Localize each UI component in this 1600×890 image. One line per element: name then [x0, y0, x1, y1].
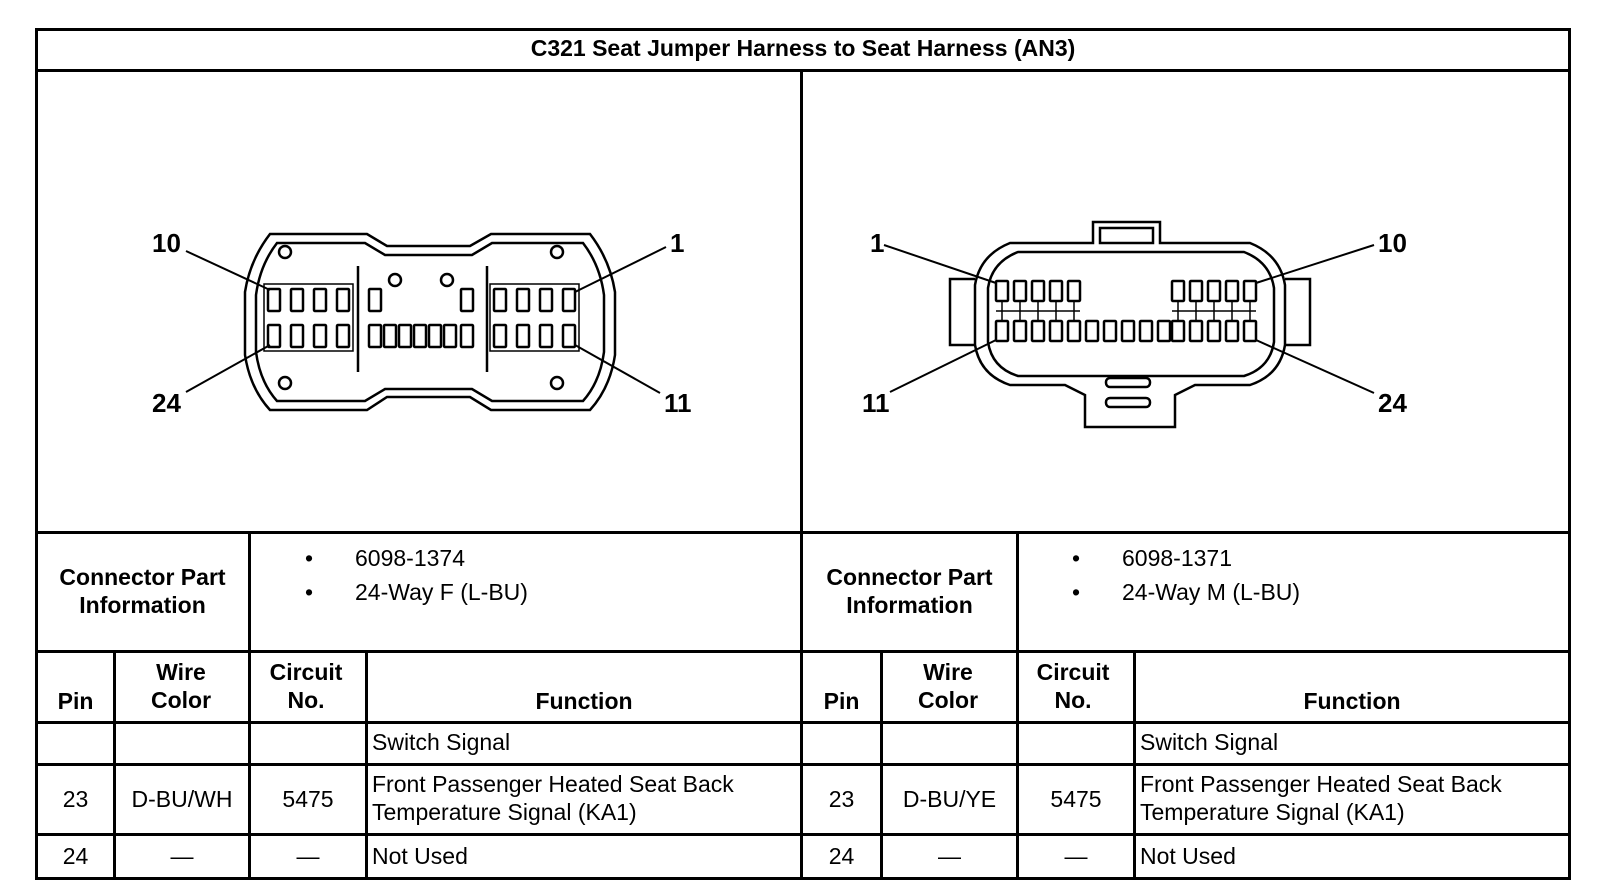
part-info-label: Connector Part Information — [59, 564, 226, 618]
bullet-icon: • — [1072, 545, 1081, 571]
diagram-frame — [35, 28, 1571, 880]
row2-wire-color: D-BU/WH — [131, 786, 233, 812]
connector-type: 24-Way M (L-BU) — [1122, 579, 1301, 605]
row1-function: Switch Signal — [372, 729, 511, 755]
row2-circuit: 5475 — [282, 786, 334, 812]
diagram-title: C321 Seat Jumper Harness to Seat Harness… — [35, 28, 1571, 72]
part-info-label: Connector Part Information — [826, 564, 993, 618]
right-col-divider-2 — [1016, 650, 1019, 880]
pin-label-24: 24 — [1378, 388, 1407, 418]
pin-label-11: 11 — [862, 388, 890, 418]
right-col-divider-3 — [1133, 650, 1136, 880]
header-wire-color: Wire Color — [150, 659, 212, 713]
row3-wire-color: — — [170, 843, 194, 869]
bullet-icon: • — [305, 545, 314, 571]
row2-circuit: 5475 — [1050, 786, 1102, 812]
right-col-divider-1 — [880, 650, 883, 880]
pin-label-10: 10 — [1378, 228, 1407, 258]
pin-label-1: 1 — [670, 228, 685, 258]
connector-type: 24-Way F (L-BU) — [355, 579, 528, 605]
row1-function: Switch Signal — [1140, 729, 1279, 755]
header-function: Function — [535, 688, 633, 714]
row1-bottom-rule — [35, 763, 1571, 766]
center-divider — [800, 72, 803, 880]
bullet-icon: • — [305, 579, 314, 605]
left-col-divider-2 — [248, 650, 251, 880]
drawing-bottom-rule — [35, 531, 1571, 534]
part-number: 6098-1374 — [355, 545, 465, 571]
part-info-bottom-rule — [35, 650, 1571, 653]
part-number: 6098-1371 — [1122, 545, 1232, 571]
row2-pin: 23 — [62, 786, 89, 812]
left-col-divider-1 — [113, 650, 116, 880]
row2-bottom-rule — [35, 833, 1571, 836]
row3-circuit: — — [296, 843, 320, 869]
header-wire-color: Wire Color — [917, 659, 979, 713]
header-function: Function — [1303, 688, 1401, 714]
pin-label-10: 10 — [152, 228, 181, 258]
pin-label-11: 11 — [664, 388, 692, 418]
left-col-divider-3 — [365, 650, 368, 880]
header-bottom-rule — [35, 721, 1571, 724]
row3-pin: 24 — [828, 843, 855, 869]
row3-wire-color: — — [938, 843, 961, 869]
row2-wire-color: D-BU/YE — [902, 786, 997, 812]
pin-label-24: 24 — [152, 388, 181, 418]
right-info-divider — [1016, 531, 1019, 653]
row2-function: Front Passenger Heated Seat Back Tempera… — [372, 771, 734, 825]
header-circuit: Circuit No. — [1036, 659, 1110, 713]
row3-function: Not Used — [372, 843, 468, 869]
header-pin: Pin — [57, 688, 94, 714]
bullet-icon: • — [1072, 579, 1081, 605]
row3-function: Not Used — [1140, 843, 1236, 869]
row3-circuit: — — [1064, 843, 1088, 869]
row2-function: Front Passenger Heated Seat Back Tempera… — [1140, 771, 1502, 825]
header-circuit: Circuit No. — [269, 659, 343, 713]
row3-pin: 24 — [62, 843, 89, 869]
left-info-divider — [248, 531, 251, 653]
row2-pin: 23 — [828, 786, 855, 812]
pin-label-1: 1 — [870, 228, 885, 258]
header-pin: Pin — [823, 688, 860, 714]
